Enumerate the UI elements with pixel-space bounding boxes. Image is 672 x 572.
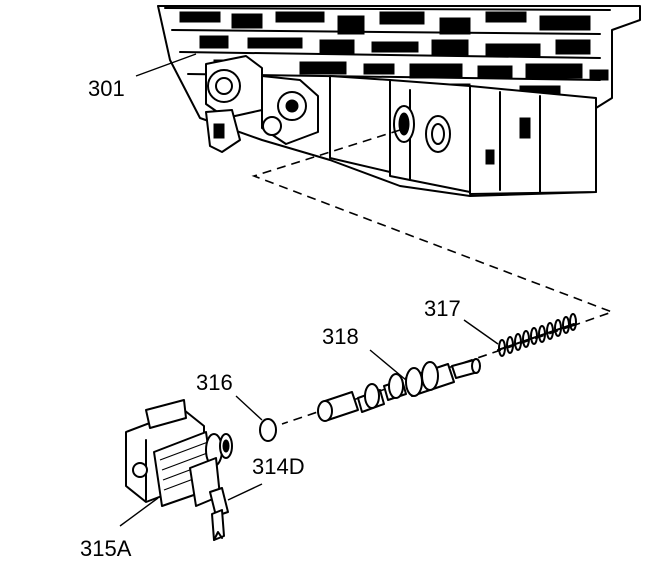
leader-316 <box>235 395 263 421</box>
leader-315A <box>119 497 159 527</box>
callout-301: 301 <box>88 76 125 101</box>
alignment-line <box>251 129 615 327</box>
callout-315A: 315A <box>80 536 132 561</box>
leader-317 <box>463 319 499 345</box>
valve-body <box>157 5 641 197</box>
leader-318 <box>369 349 407 381</box>
callout-316: 316 <box>196 370 233 395</box>
retainer-clip <box>209 487 229 541</box>
leader-314D <box>227 483 263 501</box>
callout-317: 317 <box>424 296 461 321</box>
callout-314D: 314D <box>252 454 305 479</box>
solenoid <box>125 399 233 507</box>
callout-318: 318 <box>322 324 359 349</box>
leader-301 <box>135 53 197 77</box>
spring <box>497 313 577 357</box>
valve <box>317 358 481 422</box>
seal-ring <box>259 418 277 442</box>
